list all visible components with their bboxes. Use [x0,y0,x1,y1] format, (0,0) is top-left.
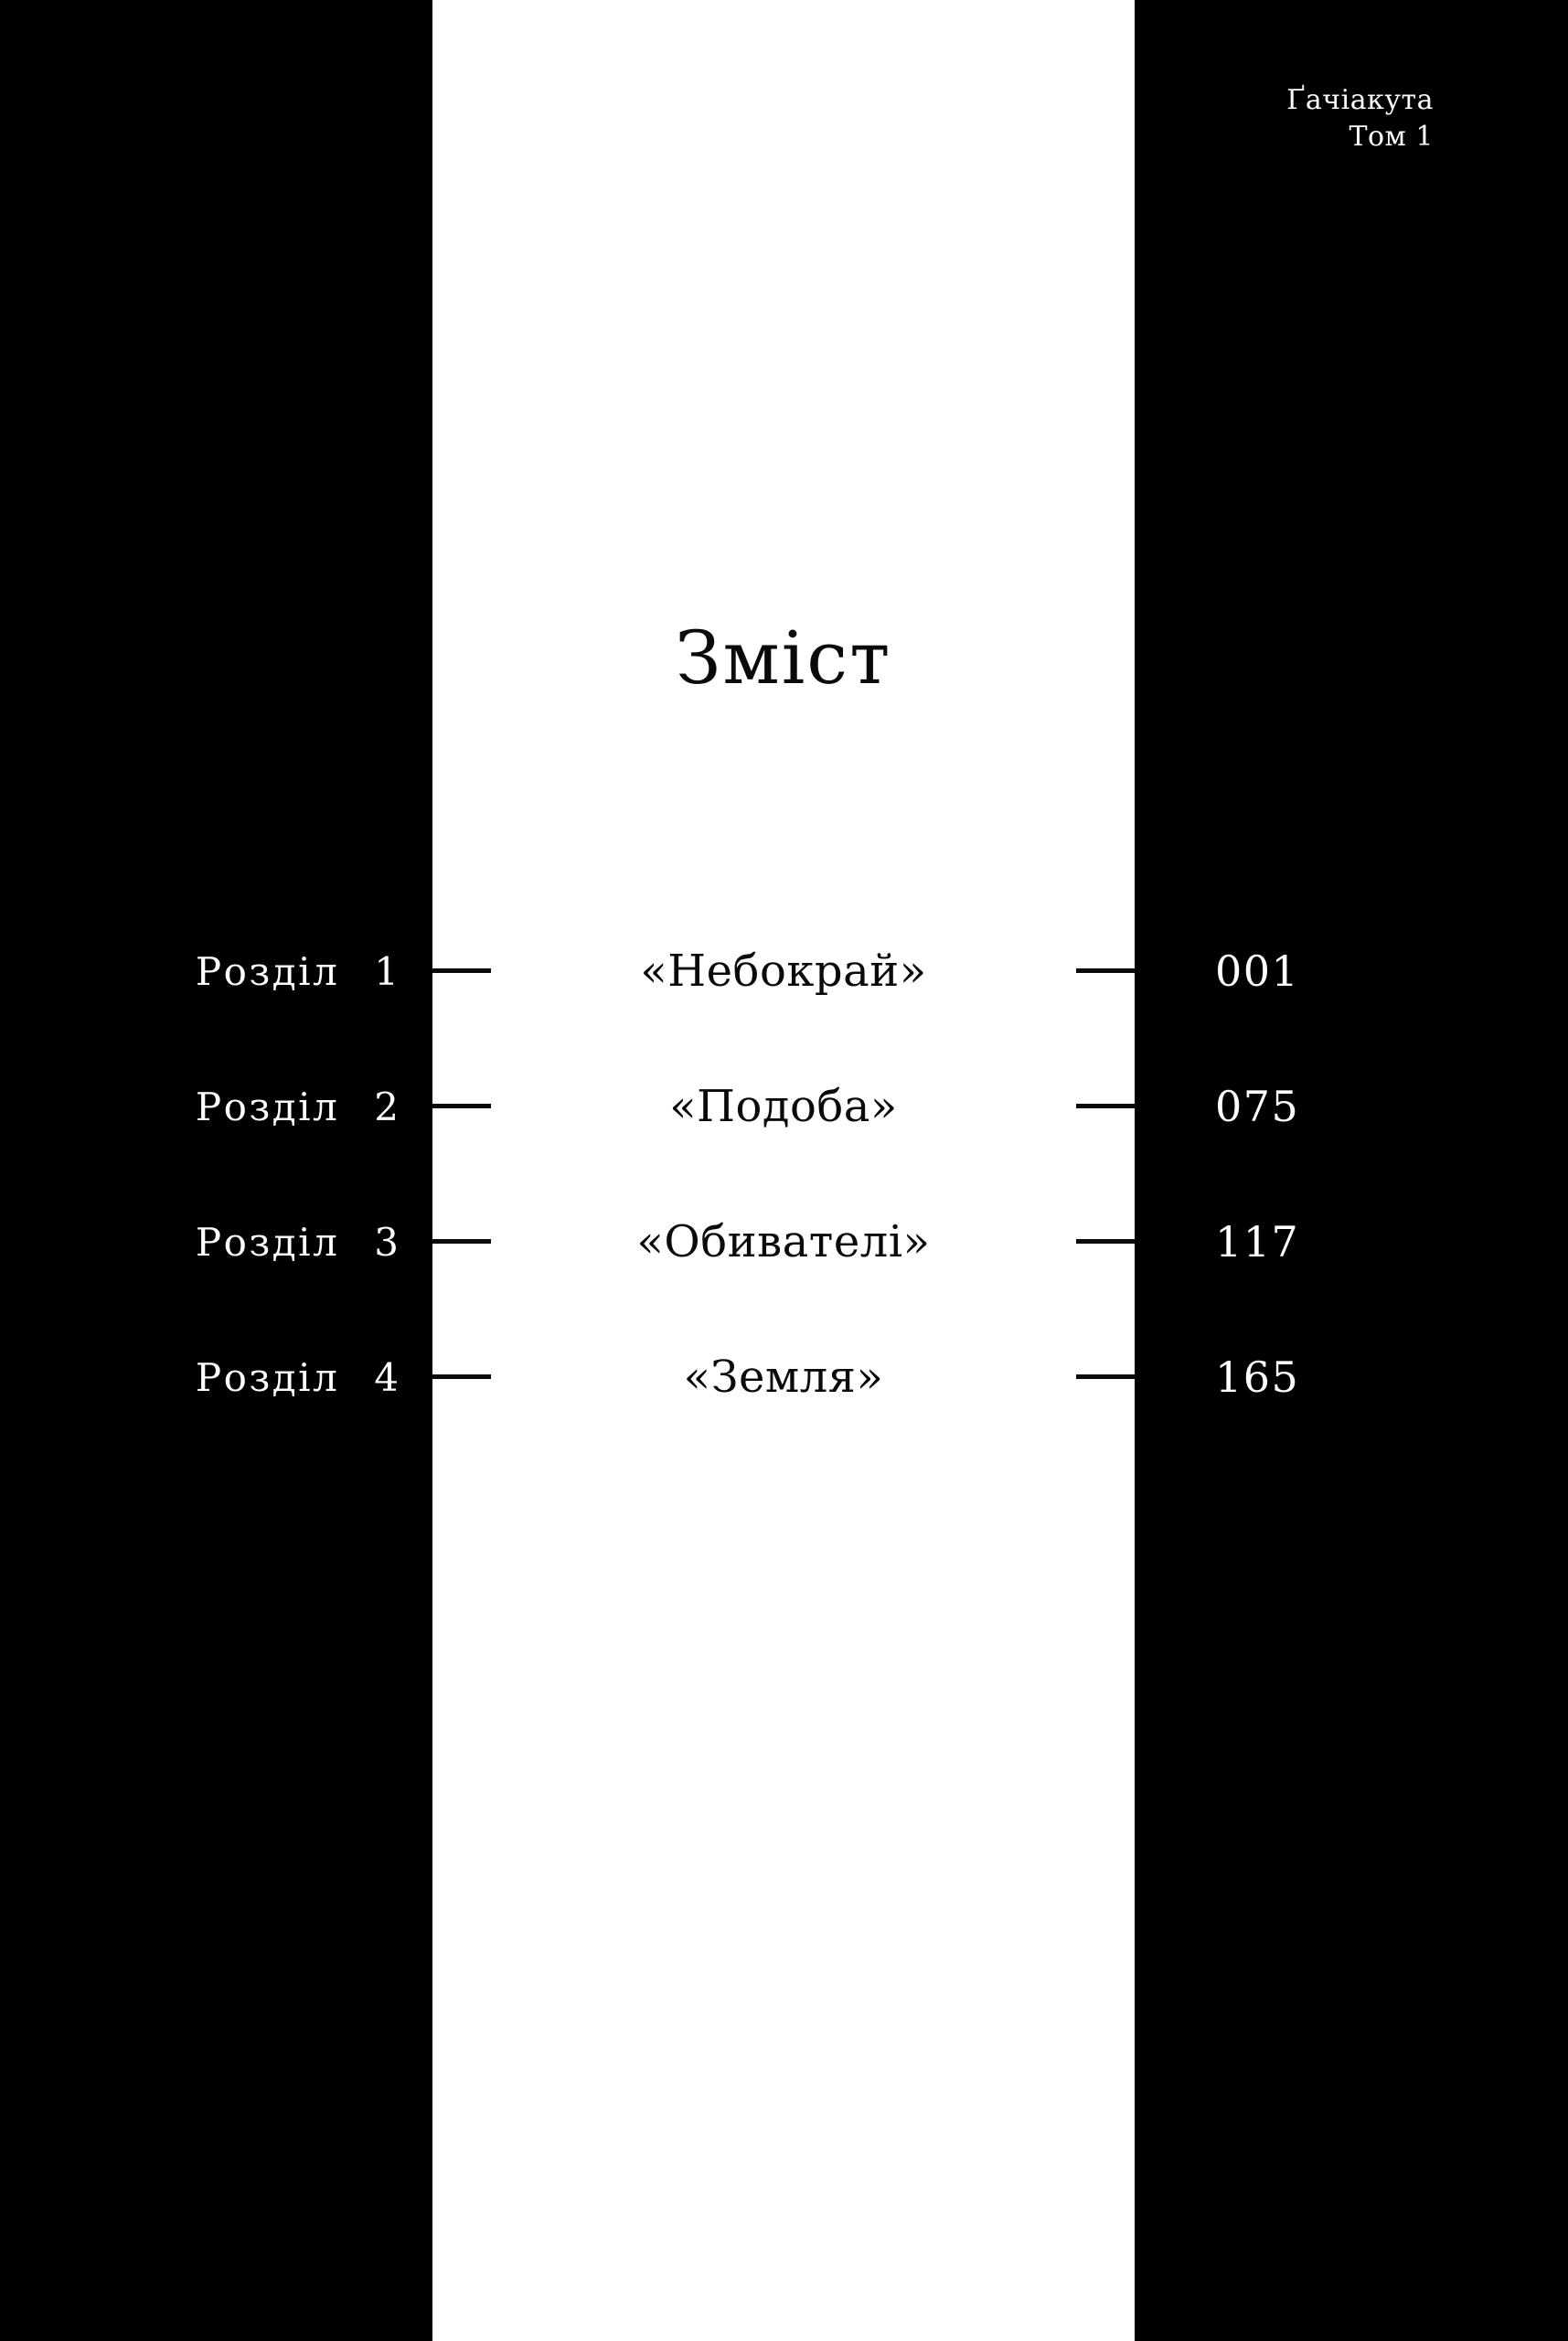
volume-label: Том 1 [1349,121,1434,154]
chapter-title[interactable]: «Земля» [683,1352,884,1403]
connector-dash-left [432,1374,491,1379]
chapter-number: 2 [374,1084,400,1129]
chapter-number: 3 [374,1219,400,1265]
center-white-band [432,0,1135,2341]
toc-row[interactable]: Розділ 2 «Подоба» 075 [0,1072,1568,1207]
table-of-contents: Розділ 1 «Небокрай» 001 Розділ 2 «Подоба… [0,936,1568,1478]
toc-row[interactable]: Розділ 3 «Обивателі» 117 [0,1207,1568,1342]
page-number: 165 [1215,1352,1300,1402]
connector-dash-right [1076,1374,1135,1379]
connector-dash-left [432,1104,491,1108]
chapter-number: 4 [374,1354,400,1400]
page-number: 075 [1215,1082,1300,1131]
page-title: Зміст [675,615,892,700]
running-header: Ґачіакута Том 1 [1286,82,1434,155]
page-number: 001 [1215,946,1300,996]
chapter-word: Розділ [195,1354,340,1400]
toc-row[interactable]: Розділ 1 «Небокрай» 001 [0,936,1568,1072]
chapter-word: Розділ [195,1219,340,1265]
connector-dash-right [1076,1239,1135,1244]
page-number: 117 [1215,1217,1300,1267]
toc-row[interactable]: Розділ 4 «Земля» 165 [0,1342,1568,1478]
toc-chapter-label: Розділ 1 [0,936,432,1006]
connector-dash-left [432,1239,491,1244]
toc-chapter-label: Розділ 4 [0,1342,432,1412]
toc-chapter-label: Розділ 2 [0,1072,432,1141]
connector-dash-right [1076,1104,1135,1108]
series-title: Ґачіакута [1286,84,1434,116]
chapter-word: Розділ [195,948,340,994]
chapter-title[interactable]: «Обивателі» [636,1216,931,1267]
chapter-number: 1 [374,948,400,994]
chapter-title[interactable]: «Небокрай» [640,946,927,997]
chapter-word: Розділ [195,1084,340,1129]
chapter-title[interactable]: «Подоба» [669,1081,898,1132]
connector-dash-right [1076,968,1135,973]
toc-chapter-label: Розділ 3 [0,1207,432,1277]
connector-dash-left [432,968,491,973]
